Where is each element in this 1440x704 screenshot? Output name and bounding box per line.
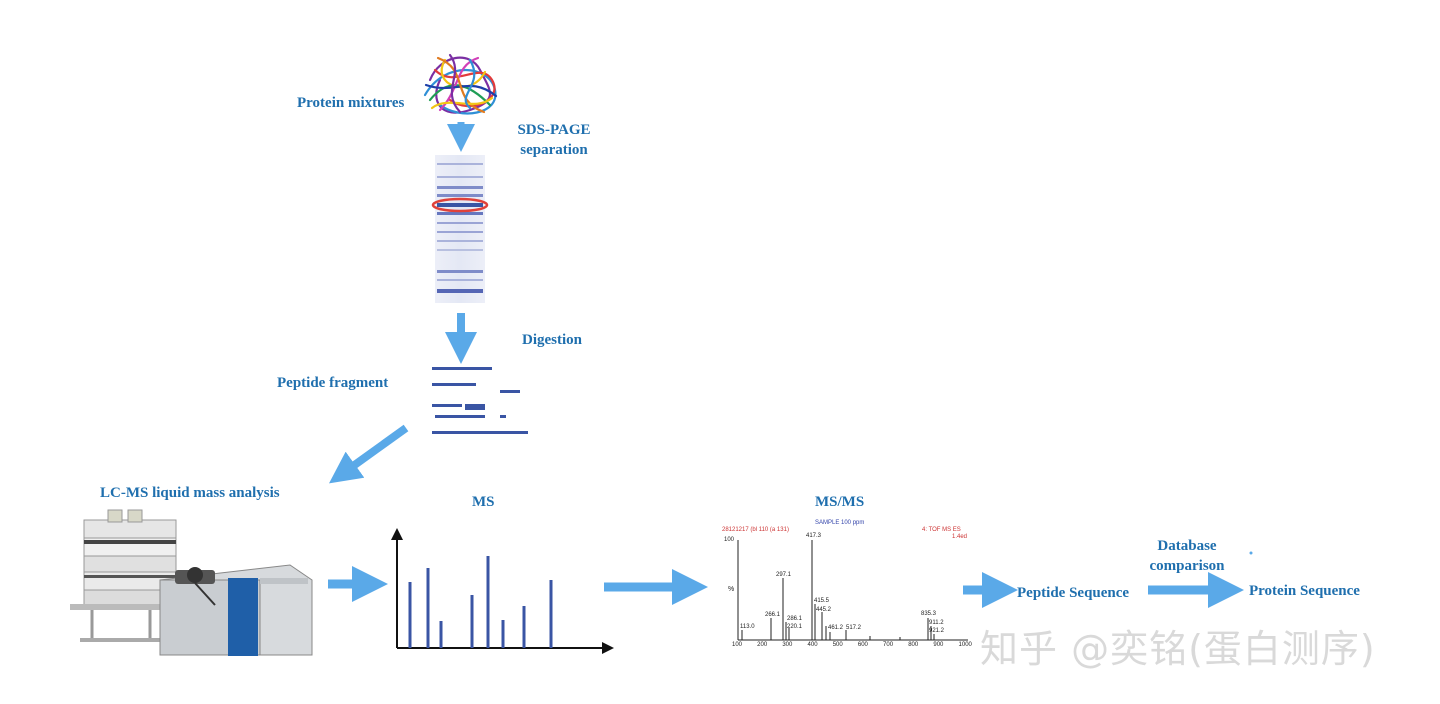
msms-peak-label: 113.0 xyxy=(740,624,755,630)
label-sds-page: SDS-PAGE separation xyxy=(512,120,596,160)
msms-peak-label: 266.1 xyxy=(765,612,781,618)
msms-header-right2: 1.4ed xyxy=(952,534,968,540)
msms-x-ticks: 100 200 300 400 500 600 700 800 900 1000 xyxy=(732,642,972,648)
msms-peak-label: 921.2 xyxy=(929,628,945,634)
label-sds-page-line2: separation xyxy=(520,142,588,158)
label-database-line2: comparison xyxy=(1149,558,1225,574)
msms-peak-label: 220.1 xyxy=(787,624,803,630)
msms-x-tick: 300 xyxy=(782,642,793,648)
msms-peak-label: 415.5 xyxy=(814,598,830,604)
msms-x-tick: 400 xyxy=(807,642,818,648)
lcms-instrument-icon xyxy=(70,509,313,656)
msms-peak-label: 417.3 xyxy=(806,533,822,539)
msms-peak-label: 911.2 xyxy=(929,620,944,626)
label-peptide-sequence: Peptide Sequence xyxy=(1017,585,1130,601)
msms-peak-label: 445.2 xyxy=(816,607,832,613)
msms-header-right: 4: TOF MS ES xyxy=(922,527,961,533)
msms-x-tick: 700 xyxy=(883,642,894,648)
sds-page-gel xyxy=(435,155,485,303)
ms-spectrum xyxy=(391,528,614,654)
msms-x-tick: 800 xyxy=(908,642,919,648)
label-lcms: LC-MS liquid mass analysis xyxy=(100,485,280,501)
msms-y-mid: % xyxy=(728,586,735,593)
msms-spectrum xyxy=(737,540,968,641)
msms-peak-label: 286.1 xyxy=(787,616,803,622)
msms-header-left: 28121217 (bl 110 (a 131) xyxy=(722,527,789,533)
msms-x-tick: 200 xyxy=(757,642,768,648)
label-peptide-fragment: Peptide fragment xyxy=(277,375,389,391)
msms-peak-label: 835.3 xyxy=(921,611,937,617)
protein-tangle-icon xyxy=(423,53,498,115)
label-digestion: Digestion xyxy=(522,332,582,348)
msms-y-top: 100 xyxy=(724,537,735,543)
watermark: 知乎 @奕铭(蛋白测序) xyxy=(980,627,1376,671)
msms-x-tick: 100 xyxy=(732,642,743,648)
label-protein-mixtures: Protein mixtures xyxy=(297,95,405,111)
band-highlight xyxy=(431,197,489,213)
msms-x-tick: 900 xyxy=(933,642,944,648)
label-sds-page-line1: SDS-PAGE xyxy=(517,122,591,138)
label-protein-sequence: Protein Sequence xyxy=(1249,583,1360,599)
dot-mark xyxy=(1249,551,1253,555)
msms-peak-label: 517.2 xyxy=(846,625,862,631)
arrow-to-lcms xyxy=(329,424,409,484)
label-database-line1: Database xyxy=(1157,538,1217,554)
msms-x-tick: 500 xyxy=(832,642,843,648)
msms-x-tick: 1000 xyxy=(958,642,972,648)
msms-peak-label: 461.2 xyxy=(828,625,844,631)
label-database-comparison: Database comparison xyxy=(1140,536,1234,576)
msms-peak-label: 297.1 xyxy=(776,572,792,578)
peptide-fragments xyxy=(432,367,528,434)
label-msms: MS/MS xyxy=(815,494,865,510)
msms-x-tick: 600 xyxy=(857,642,868,648)
msms-header-mid: SAMPLE 100 ppm xyxy=(815,520,865,526)
label-ms: MS xyxy=(472,494,495,510)
